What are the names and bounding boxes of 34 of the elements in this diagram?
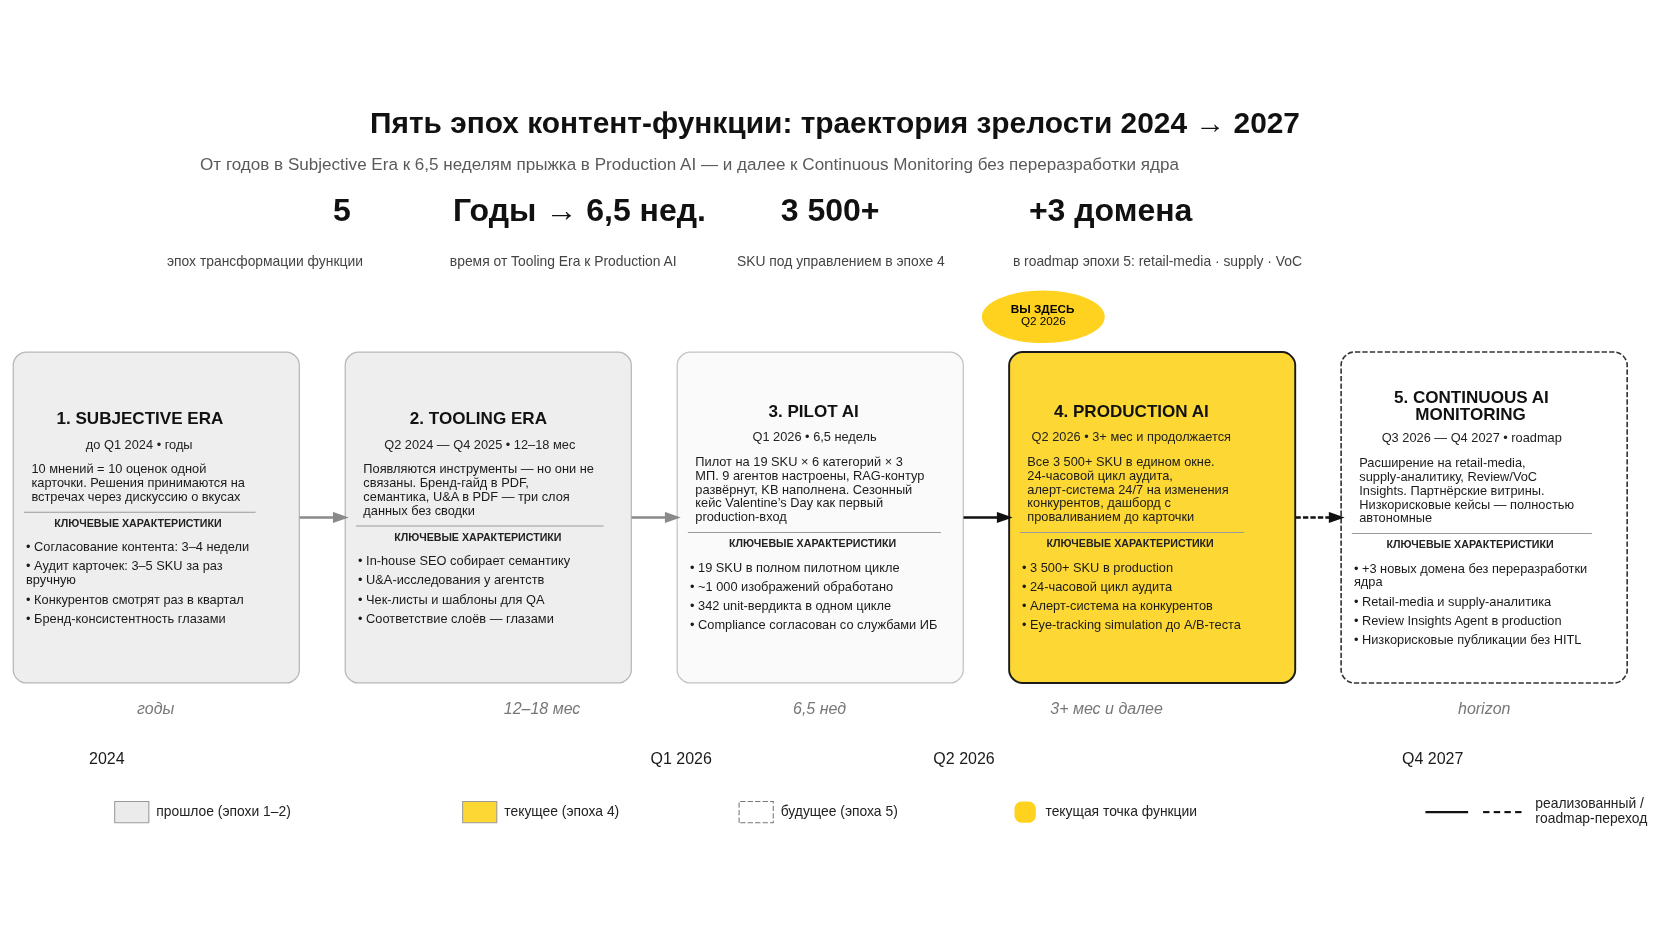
label: Q1 2026 xyxy=(650,749,712,767)
label: Q2 2026 xyxy=(932,749,995,767)
legend-label: реализованный / roadmap-переход xyxy=(1534,795,1647,827)
legend-label: прошлое (эпохи 1–2) xyxy=(155,802,291,819)
label: 12–18 мес xyxy=(503,700,580,718)
label: время от Tooling Era к Production AI xyxy=(449,252,677,269)
arrow xyxy=(1294,511,1345,524)
node-box: 1. SUBJECTIVE ERA до Q1 2024 • годы 10 мнений = 10 оценок одной карточки. Решения принимаются на встречах через дискуссию о вкусах КЛЮЧЕВЫЕ ХАРАКТЕРИСТИКИ • Согласование контента: 3–4 недели • Аудит карточек: 3–5 SKU за раз вручную • Конкурентов смотрят раз в квартал • Бренд-консистентность глазами xyxy=(12,351,300,684)
label: годы xyxy=(136,700,174,718)
node-box: 3. PILOT AI Q1 2026 • 6,5 недель Пилот на 19 SKU × 6 категорий × 3 МП. 9 агентов настроены, RAG-контур развёрнут, KB наполнена. Сезонный кейс Valentine’s Day как первый production-вход КЛЮЧЕВЫЕ ХАРАКТЕРИСТИКИ • 19 SKU в полном пилотном цикле • ~1 000 изображений обработано • 342 unit-вердикта в одном цикле • Compliance согласован со службами ИБ xyxy=(676,351,964,684)
label: horizon xyxy=(1457,700,1510,718)
label: 2024 xyxy=(88,749,125,767)
label: +3 домена xyxy=(1028,192,1192,229)
legend-label: будущее (эпоха 5) xyxy=(780,802,898,819)
arrow xyxy=(299,511,349,524)
arrow xyxy=(631,511,681,524)
label: 6,5 нед xyxy=(792,700,846,718)
label: в roadmap эпохи 5: retail-media · supply · VoC xyxy=(1012,252,1302,269)
label: эпох трансформации функции xyxy=(166,252,363,269)
arrow xyxy=(963,511,1013,524)
label: Q4 2027 xyxy=(1401,749,1463,767)
legend-label: текущее (эпоха 4) xyxy=(503,802,619,819)
label: 3 500+ xyxy=(780,192,880,229)
node-box: 5. CONTINUOUS AI MONITORING Q3 2026 — Q4 2027 • roadmap Расширение на retail-media, supply-аналитику, Review/VoC Insights. Партнёрские витрины. Низкорисковые кейсы — полностью автономные КЛЮЧЕВЫЕ ХАРАКТЕРИСТИКИ • +3 новых домена без переразработки ядра • Retail-media и supply-аналитика • Review Insights Agent в production • Низкорисковые публикации без HITL xyxy=(1339,351,1628,684)
label: Годы → 6,5 нед. xyxy=(452,192,706,229)
label: 3+ мес и далее xyxy=(1049,700,1163,718)
label: SKU под управлением в эпохе 4 xyxy=(736,252,945,269)
label: От годов в Subjective Era к 6,5 неделям прыжка в Production AI — и далее к Continuous Monitoring без переразработки ядра xyxy=(199,155,1179,175)
diagram-title: Пять эпох контент-функции: траектория зрелости 2024 → 2027 xyxy=(369,105,1300,139)
label: 5 xyxy=(332,192,351,229)
node-box: 2. TOOLING ERA Q2 2024 — Q4 2025 • 12–18 мес Появляются инструменты — но они не связаны. Бренд-гайд в PDF, семантика, U&A в PDF — три слоя данных без сводки КЛЮЧЕВЫЕ ХАРАКТЕРИСТИКИ • In-house SEO собирает семантику • U&A-исследования у агентств • Чек-листы и шаблоны для QA • Соответствие слоёв — глазами xyxy=(344,351,632,684)
node-ellipse: ВЫ ЗДЕСЬ Q2 2026 xyxy=(981,290,1105,344)
node-box: 4. PRODUCTION AI Q2 2026 • 3+ мес и продолжается Все 3 500+ SKU в едином окне. 24-часовой цикл аудита, алерт-система 24/7 на изменения конкурентов, дашборд с проваливанием до карточки КЛЮЧЕВЫЕ ХАРАКТЕРИСТИКИ • 3 500+ SKU в production • 24-часовой цикл аудита • Алерт-система на конкурентов • Eye-tracking simulation до A/B-теста xyxy=(1007,351,1296,684)
legend-label: текущая точка функции xyxy=(1044,802,1197,819)
